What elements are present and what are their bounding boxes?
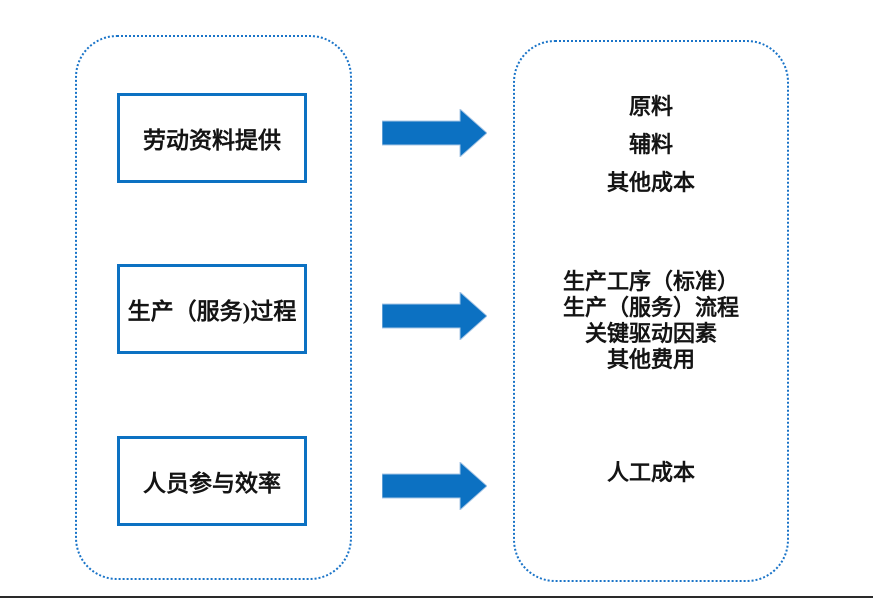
- right-arrow-shape: [382, 292, 487, 340]
- cost-item: 关键驱动因素: [584, 321, 717, 346]
- left-dotted-panel: [75, 35, 352, 580]
- box-production-process: 生产（服务)过程: [117, 264, 307, 354]
- box-production-process-label: 生产（服务)过程: [127, 299, 297, 324]
- cost-item: 其他费用: [606, 347, 695, 372]
- group-labor-costs: 人工成本: [513, 460, 789, 486]
- box-labor-materials: 劳动资料提供: [117, 93, 307, 183]
- right-dotted-panel: [513, 40, 789, 582]
- box-personnel-efficiency-label: 人员参与效率: [143, 471, 281, 496]
- cost-item: 辅料: [628, 132, 673, 157]
- group-process-costs: 生产工序（标准） 生产（服务）流程 关键驱动因素 其他费用: [513, 269, 789, 373]
- box-labor-materials-label: 劳动资料提供: [143, 128, 281, 153]
- group-materials-costs: 原料 辅料 其他成本: [513, 88, 789, 202]
- cost-item: 生产工序（标准）: [562, 269, 739, 294]
- cost-item: 生产（服务）流程: [562, 295, 739, 320]
- right-arrow-icon: [382, 292, 487, 340]
- box-personnel-efficiency: 人员参与效率: [117, 436, 307, 526]
- right-arrow-icon: [382, 109, 487, 157]
- cost-item: 其他成本: [606, 170, 695, 195]
- page-bottom-border: [0, 596, 873, 598]
- right-arrow-icon: [382, 462, 487, 510]
- right-arrow-shape: [382, 109, 487, 157]
- cost-item: 原料: [628, 94, 673, 119]
- right-arrow-shape: [382, 462, 487, 510]
- cost-item: 人工成本: [606, 460, 695, 485]
